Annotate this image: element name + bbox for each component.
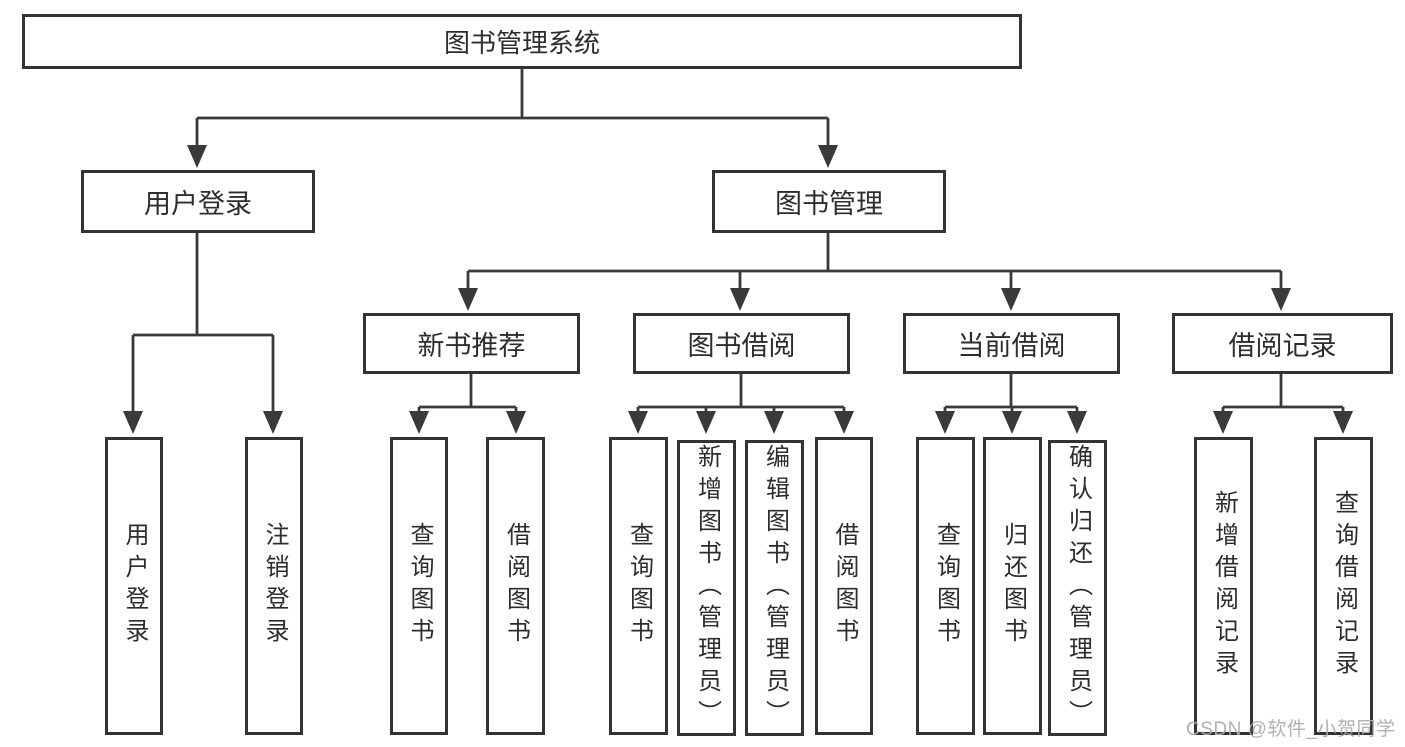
node-borrowing-records: 借阅记录 [1172,313,1393,374]
connector-records [1213,374,1353,434]
connector-book-management [458,233,1291,311]
node-current-borrowing: 当前借阅 [903,313,1120,374]
connector-recommend [409,374,526,434]
leaf-borrow-borrow-books: 借阅图书 [815,437,873,735]
leaf-current-query-books: 查询图书 [916,437,975,735]
leaf-recommend-query-books: 查询图书 [390,437,448,735]
node-book-borrowing: 图书借阅 [633,313,850,374]
leaf-add-borrow-record-label: 新增借阅记录 [1210,490,1238,682]
leaf-return-books: 归还图书 [983,437,1042,735]
leaf-query-borrow-record-label: 查询借阅记录 [1330,490,1358,682]
leaf-recommend-query-books-label: 查询图书 [406,522,433,650]
leaf-confirm-return-admin-label: 确认归还（管理员） [1064,444,1092,732]
connector-root [187,69,838,168]
leaf-recommend-borrow-books: 借阅图书 [486,437,545,735]
leaf-add-borrow-record: 新增借阅记录 [1194,437,1253,735]
leaf-confirm-return-admin: 确认归还（管理员） [1048,440,1107,736]
leaf-logout: 注销登录 [245,437,303,735]
node-book-management: 图书管理 [712,170,946,233]
node-user-login: 用户登录 [81,170,315,233]
leaf-edit-books-admin: 编辑图书（管理员） [745,440,804,736]
leaf-add-books-admin: 新增图书（管理员） [677,440,736,736]
leaf-user-login: 用户登录 [105,437,163,735]
leaf-borrow-borrow-books-label: 借阅图书 [831,522,858,650]
leaf-return-books-label: 归还图书 [999,522,1027,650]
leaf-add-books-admin-label: 新增图书（管理员） [693,444,721,732]
leaf-recommend-borrow-books-label: 借阅图书 [502,522,530,650]
connector-current [935,374,1087,434]
leaf-current-query-books-label: 查询图书 [932,522,960,650]
leaf-user-login-label: 用户登录 [121,522,148,650]
node-new-book-recommendation: 新书推荐 [363,313,580,374]
leaf-edit-books-admin-label: 编辑图书（管理员） [761,444,789,732]
leaf-logout-label: 注销登录 [261,522,288,650]
leaf-borrow-query-books-label: 查询图书 [625,522,653,650]
leaf-query-borrow-record: 查询借阅记录 [1314,437,1373,735]
node-library-management-system: 图书管理系统 [22,14,1022,69]
connector-borrow [628,374,854,434]
leaf-borrow-query-books: 查询图书 [609,437,668,735]
connector-user-login [123,233,283,434]
watermark: CSDN @软件_小贺同学 [1186,719,1396,740]
